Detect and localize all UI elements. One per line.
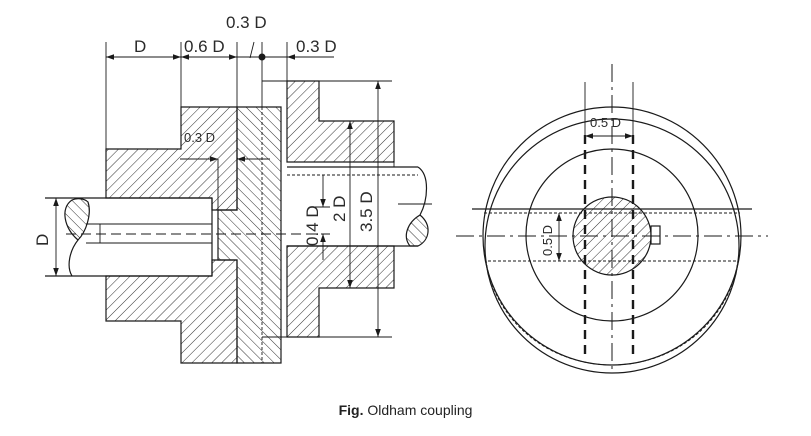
- dim-disc-thickness: 0.3 D: [226, 13, 267, 32]
- caption-prefix: Fig.: [338, 402, 364, 418]
- dimension-lines: [53, 41, 381, 337]
- left-shaft: [45, 197, 330, 277]
- extension-lines: [105, 42, 395, 338]
- key: [650, 225, 661, 245]
- sectional-view: D 0.6 D 0.3 D 0.3 D 0.3 D D 0.4 D 2 D 3.…: [33, 13, 432, 364]
- caption-text: Oldham coupling: [367, 402, 473, 418]
- left-flange-upper: [105, 106, 238, 211]
- end-view: 0.5 D 0.5 D: [456, 64, 768, 374]
- dim-flange-offset: 0.6 D: [184, 37, 225, 56]
- dim-slot-width-horizontal: 0.5 D: [590, 115, 621, 130]
- central-disc: [217, 106, 282, 364]
- hidden-arc: [485, 259, 739, 366]
- dim-hub-length: D: [134, 37, 146, 56]
- dim-tongue-depth: 0.3 D: [184, 130, 215, 145]
- dim-shaft-diameter: D: [33, 234, 52, 246]
- dim-tongue-height: 0.4 D: [303, 205, 322, 246]
- dim-slot-width-vertical: 0.5 D: [540, 225, 555, 256]
- dim-flange-diameter: 3.5 D: [357, 191, 376, 232]
- dim-right-flange-offset: 0.3 D: [296, 37, 337, 56]
- figure-caption: Fig. Oldham coupling: [0, 402, 811, 418]
- dim-hub-diameter: 2 D: [330, 196, 349, 222]
